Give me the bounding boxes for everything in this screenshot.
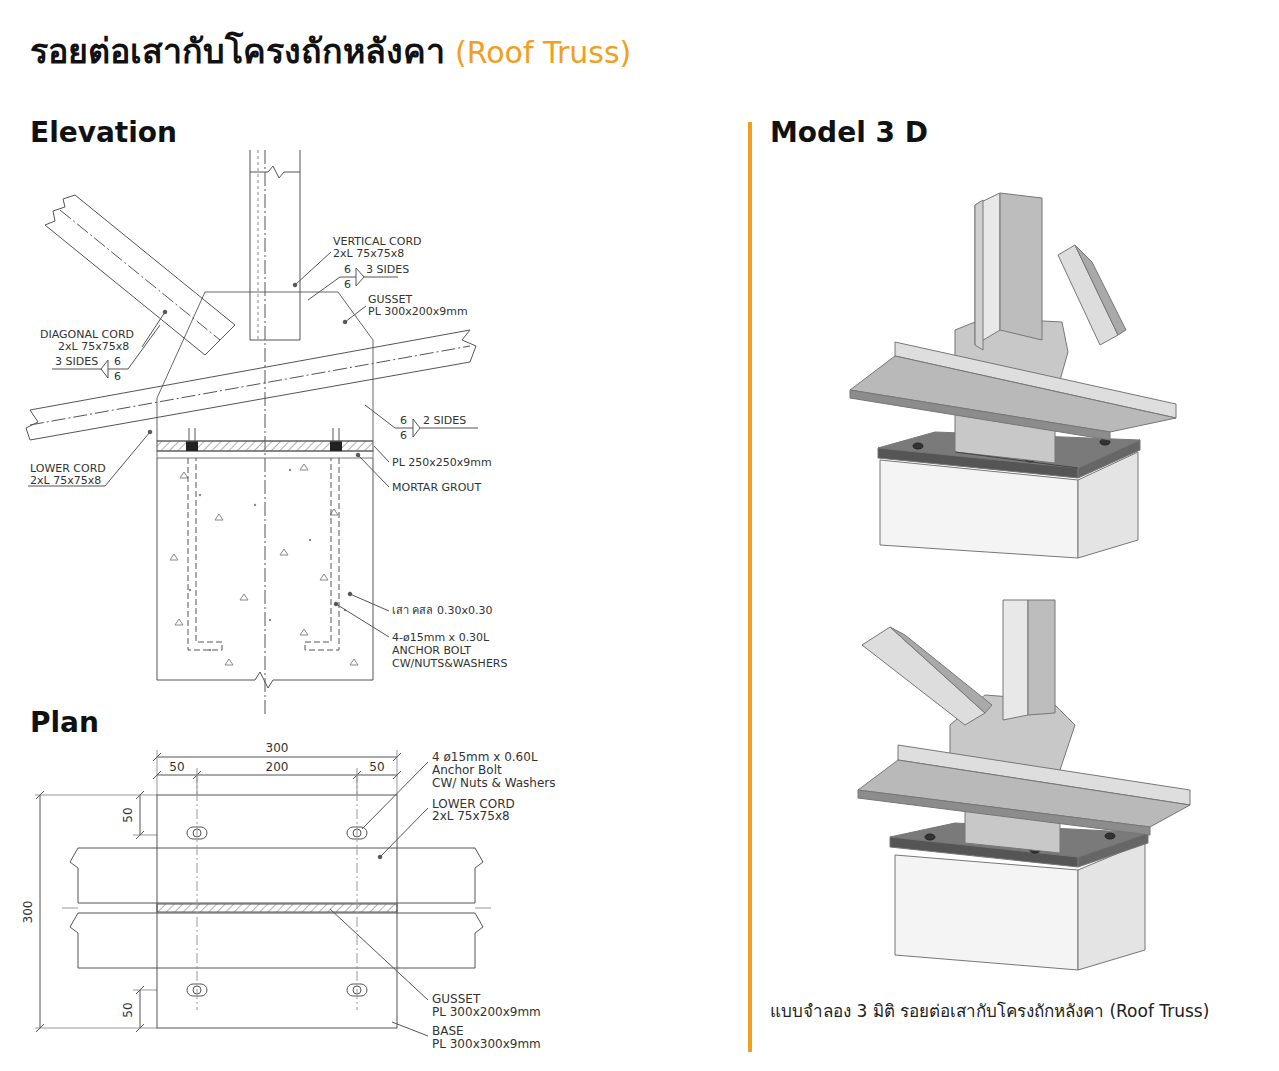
weld-size: 6 (114, 371, 121, 383)
elevation-drawing (26, 150, 478, 715)
callout-text: VERTICAL CORD (333, 236, 422, 248)
callout-text: CW/NUTS&WASHERS (392, 658, 507, 670)
figure-caption: แบบจำลอง 3 มิติ รอยต่อเสากับโครงถักหลังค… (770, 1000, 1240, 1023)
divider-bar (748, 122, 752, 1052)
weld-size: 6 (344, 279, 351, 291)
callout-text: GUSSET (368, 294, 412, 306)
callout-text: GUSSET (432, 993, 480, 1006)
callout-text: 2xL 75x75x8 (30, 475, 101, 487)
callout-text: 2xL 75x75x8 (432, 810, 510, 823)
dimension-text: 300 (266, 742, 289, 755)
weld-size: 6 (400, 415, 407, 427)
dimension-text: 200 (266, 761, 289, 774)
callout-text: ANCHOR BOLT (392, 645, 471, 657)
callout-text: 4 ø15mm x 0.60L (432, 751, 538, 764)
dimension-text: 50 (369, 761, 384, 774)
dimension-text: 300 (22, 901, 35, 924)
weld-size: 6 (344, 264, 351, 276)
page-title: รอยต่อเสากับโครงถักหลังคา (30, 34, 445, 70)
callout-text: PL 300x300x9mm (432, 1038, 541, 1051)
callout-text: PL 300x200x9mm (432, 1006, 541, 1019)
callout-text: 2xL 75x75x8 (58, 341, 129, 353)
model-3d-top (850, 193, 1176, 558)
callout-text: CW/ Nuts & Washers (432, 777, 556, 790)
callout-text: MORTAR GROUT (392, 482, 481, 494)
callout-text: LOWER CORD (432, 798, 515, 811)
dimension-text: 50 (122, 807, 135, 822)
callout-text: Anchor Bolt (432, 764, 502, 777)
plan-drawing (35, 750, 491, 1036)
callout-text: เสา คสล 0.30x0.30 (392, 605, 493, 617)
weld-size: 6 (400, 430, 407, 442)
callout-text: DIAGONAL CORD (40, 329, 134, 341)
callout-text: PL 300x200x9mm (368, 306, 468, 318)
callout-text: 4-ø15mm x 0.30L (392, 632, 489, 644)
callout-text: LOWER CORD (30, 463, 106, 475)
dimension-text: 50 (122, 1002, 135, 1017)
weld-note: 3 SIDES (366, 264, 409, 276)
title-suffix: (Roof Truss) (455, 37, 631, 69)
weld-size: 6 (114, 356, 121, 368)
dimension-text: 50 (169, 761, 184, 774)
weld-note: 3 SIDES (55, 356, 98, 368)
weld-note: 2 SIDES (423, 415, 466, 427)
view-heading: Model 3 D (770, 118, 928, 147)
model-3d-bottom (858, 600, 1190, 970)
callout-text: 2xL 75x75x8 (333, 248, 404, 260)
callout-text: BASE (432, 1025, 464, 1038)
view-heading: Plan (30, 708, 99, 737)
view-heading: Elevation (30, 118, 177, 147)
callout-text: PL 250x250x9mm (392, 457, 492, 469)
